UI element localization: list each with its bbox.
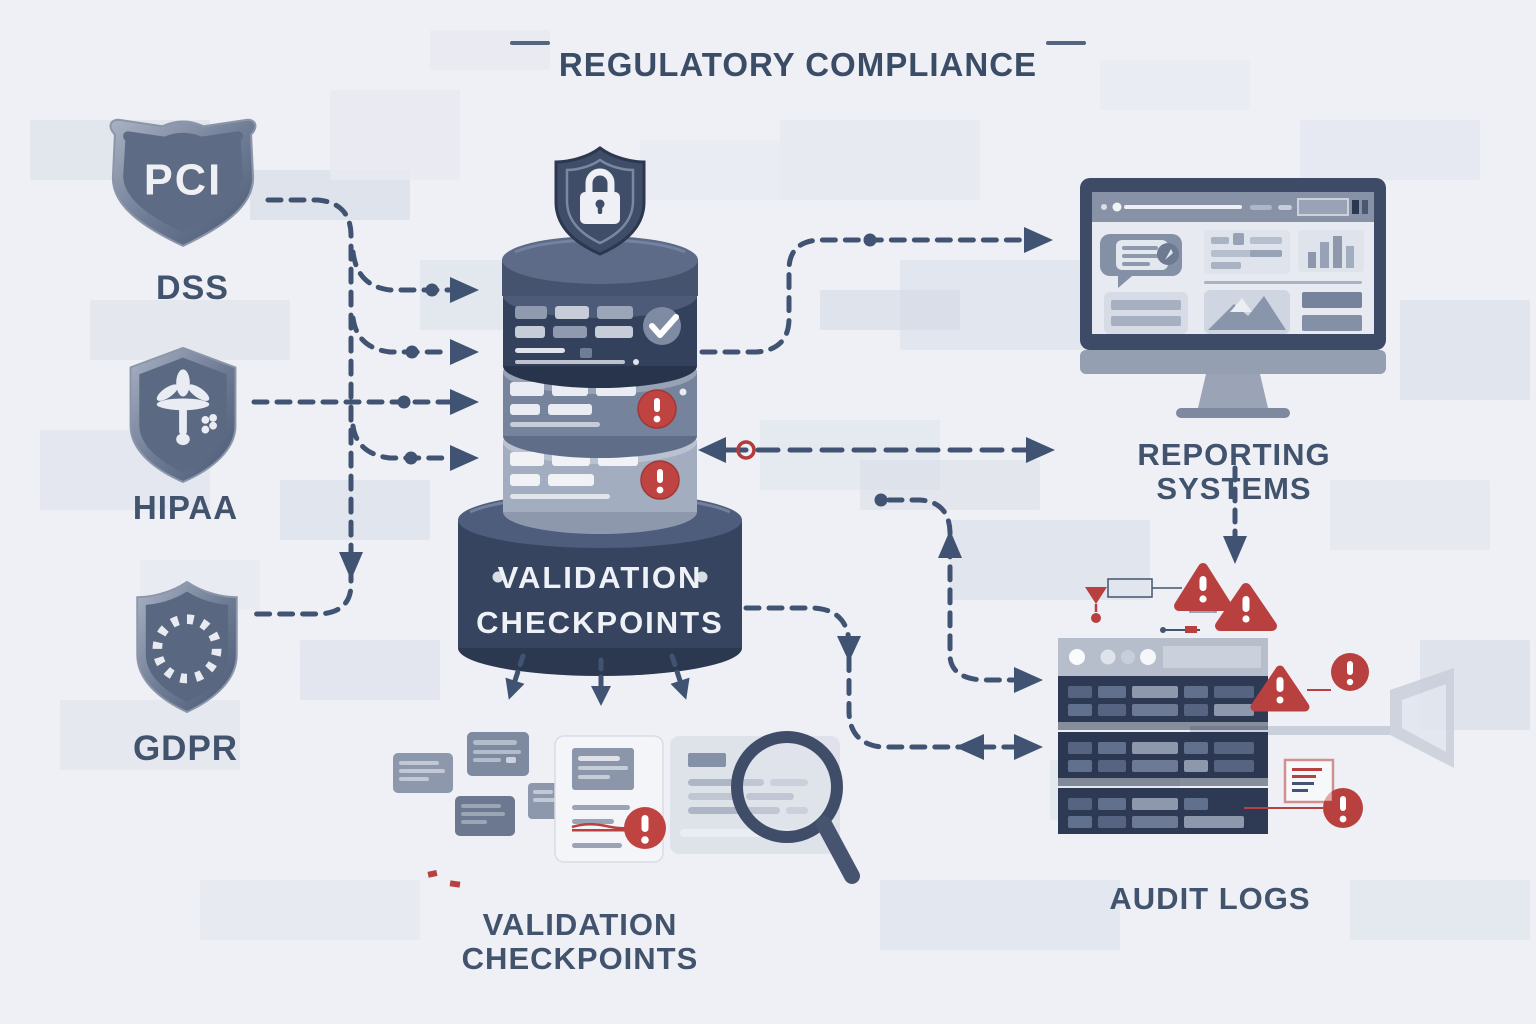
db-layer-1 <box>503 274 697 388</box>
badge-label-gdpr: GDPR <box>132 729 239 768</box>
arrow-branch-2 <box>350 315 453 355</box>
background-tile <box>760 420 940 490</box>
background-tile <box>60 700 240 770</box>
background-tile <box>950 520 1150 600</box>
warning-triangle-icon <box>1215 583 1277 631</box>
cylinder-label-line2: CHECKPOINTS <box>476 605 724 640</box>
warning-triangle-icon <box>1174 563 1232 611</box>
arrow-branch-4 <box>350 423 453 461</box>
server-row <box>1058 676 1268 722</box>
page-title: REGULATORY COMPLIANCE <box>558 46 1038 84</box>
caduceus-icon <box>156 369 217 446</box>
background-tile <box>330 90 460 180</box>
hipaa-shield-icon <box>129 346 237 484</box>
monitor-stand-base <box>1176 408 1290 418</box>
server-row <box>1058 788 1268 834</box>
lock-shield-icon <box>554 146 646 256</box>
note-card <box>455 796 515 836</box>
pci-shield-icon: PCI <box>109 118 257 248</box>
arrow-pci-to-gdpr-trunk <box>249 197 354 617</box>
title-left-dash <box>510 41 550 45</box>
note-card <box>393 753 453 793</box>
monitor-stand-neck <box>1198 374 1268 408</box>
background-tile <box>280 480 430 540</box>
eu-stars-icon <box>152 614 222 684</box>
browser-toolbar <box>1092 192 1374 222</box>
background-tile <box>1400 300 1530 400</box>
arrow-db-to-monitor <box>699 237 1027 355</box>
server-header <box>1058 638 1268 676</box>
warning-triangle-icon <box>1250 665 1310 712</box>
magnifier-icon <box>731 731 860 884</box>
dashboard-chat-panel <box>1100 234 1182 288</box>
checkpoint-marker <box>736 440 756 460</box>
dashboard-image-panel <box>1204 290 1290 334</box>
badge-label-hipaa: HIPAA <box>132 489 239 526</box>
background-tile <box>1350 880 1530 940</box>
dashboard-stats-panel <box>1302 292 1362 331</box>
cylinder-label-line1: VALIDATION <box>498 560 703 595</box>
badge-label-dss: DSS <box>156 269 229 307</box>
note-card <box>467 732 529 776</box>
alert-circle-icon <box>640 460 680 500</box>
background-tile <box>1100 60 1250 110</box>
background-tile <box>300 640 440 700</box>
alert-circle-icon <box>637 389 677 429</box>
report-document <box>670 736 840 854</box>
dashboard-text-panel <box>1104 292 1188 334</box>
background-tile <box>780 120 980 200</box>
note-card <box>528 783 560 819</box>
background-tile <box>1300 120 1480 180</box>
background-tile <box>430 30 550 70</box>
audit-logs-label: AUDIT LOGS <box>1109 881 1311 916</box>
pci-shield-text: PCI <box>144 156 222 204</box>
arrow-checkpoints-to-audit <box>743 605 1017 750</box>
gdpr-shield-icon <box>136 580 238 714</box>
dashboard-list-panel <box>1204 230 1290 274</box>
background-tile <box>640 140 790 200</box>
background-tile <box>200 880 420 940</box>
server-row <box>1058 732 1268 778</box>
database-stack-icon: VALIDATION CHECKPOINTS <box>458 146 742 676</box>
check-circle-icon <box>643 307 681 345</box>
document-review-cluster <box>393 731 860 888</box>
flagged-note-icon <box>1283 758 1335 804</box>
background-tile <box>1330 480 1490 550</box>
alert-circle-icon <box>624 807 666 849</box>
background-tile <box>820 290 960 330</box>
monitor-dashboard-icon <box>1080 178 1386 418</box>
alert-circle-icon <box>1331 653 1369 691</box>
db-top-cap <box>502 236 698 296</box>
arrow-branch-1 <box>350 249 453 293</box>
arrow-audit-upper <box>886 497 1017 683</box>
title-right-dash <box>1046 41 1086 45</box>
server-rack-icon <box>1058 563 1454 834</box>
dashboard-barchart-panel <box>1298 230 1364 272</box>
background-tile <box>880 880 1120 950</box>
funnel-icon <box>1190 668 1454 768</box>
validation-checkpoints-label: VALIDATION CHECKPOINTS <box>461 907 699 977</box>
arrows-cylinder-to-docs <box>505 653 690 706</box>
flagged-document <box>554 735 666 863</box>
